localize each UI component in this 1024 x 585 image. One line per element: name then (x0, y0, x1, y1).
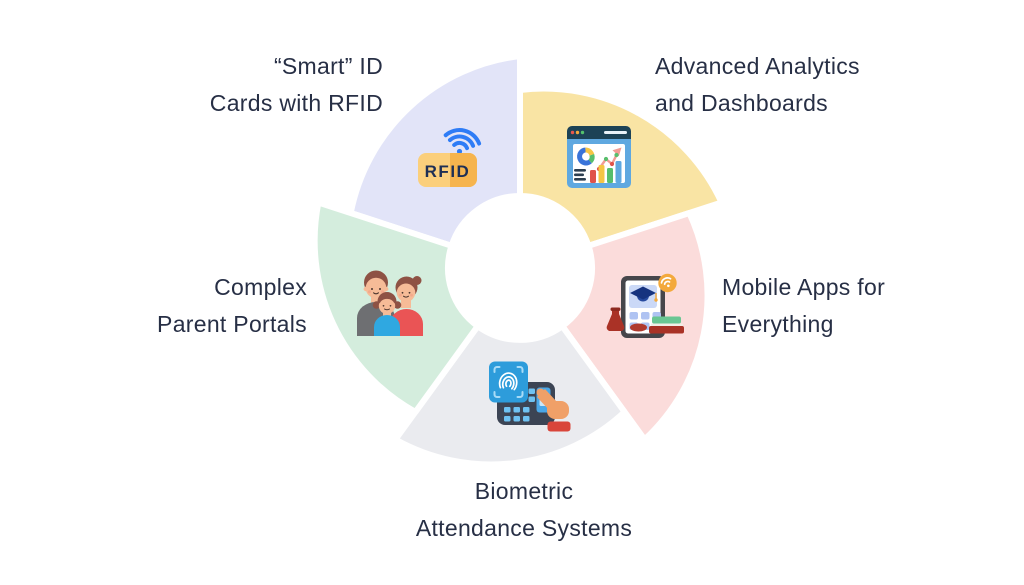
fingerprint-scanner-icon (489, 361, 571, 432)
analytics-dashboard-icon (567, 126, 631, 188)
label-parent-portals: Complex Parent Portals (157, 269, 307, 343)
rfid-signal-icon (443, 128, 482, 151)
label-mobile-apps: Mobile Apps for Everything (722, 269, 885, 343)
flask-glyph (606, 307, 625, 332)
mobile-app-icon (606, 273, 684, 338)
scan-corner-brackets (493, 366, 524, 398)
label-line: and Dashboards (655, 90, 828, 116)
trend-line-glyph (597, 152, 619, 171)
label-biometric-attendance: Biometric Attendance Systems (324, 473, 724, 547)
label-advanced-analytics: Advanced Analytics and Dashboards (655, 48, 860, 122)
label-line: Attendance Systems (415, 515, 633, 541)
rfid-card-label: RFID (425, 162, 471, 181)
wifi-badge-icon (658, 273, 677, 293)
donut-chart-glyph (577, 147, 595, 166)
label-line: Parent Portals (157, 311, 307, 337)
center-circle (450, 198, 590, 338)
scanner-buttons (504, 388, 535, 422)
pressing-hand-glyph (536, 388, 571, 432)
label-line: Everything (722, 311, 834, 337)
red-pill-glyph (630, 323, 647, 332)
books-glyph (649, 316, 684, 334)
fingerprint-glyph (498, 372, 518, 391)
label-line: Advanced Analytics (655, 53, 860, 79)
graduation-cap-glyph (630, 286, 658, 302)
label-line: “Smart” ID (273, 53, 383, 79)
label-smart-id-cards: “Smart” ID Cards with RFID (210, 48, 383, 122)
bar-chart-glyph (590, 161, 622, 183)
fingerprint-card (489, 361, 528, 403)
family-icon (357, 270, 423, 336)
label-line: Biometric (474, 478, 574, 504)
segment-smart-id-slice (347, 53, 523, 249)
child-figure (372, 292, 402, 336)
label-line: Cards with RFID (209, 90, 383, 116)
label-line: Mobile Apps for (722, 274, 886, 300)
rfid-card-icon: RFID (418, 128, 482, 187)
label-line: Complex (214, 274, 307, 300)
